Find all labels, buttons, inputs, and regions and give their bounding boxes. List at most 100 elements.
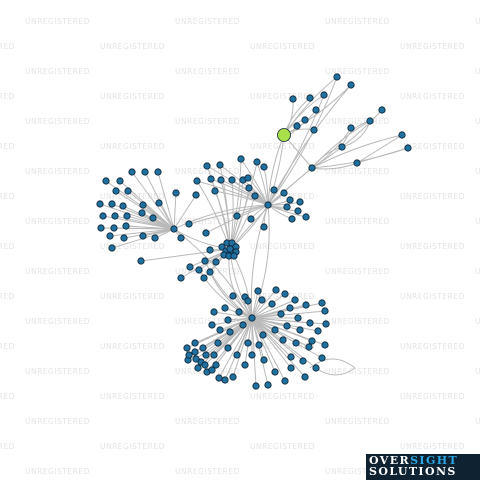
graph-node xyxy=(226,245,234,253)
graph-node xyxy=(215,374,223,382)
graph-node xyxy=(139,232,147,240)
graph-node xyxy=(99,212,107,220)
graph-node xyxy=(224,344,232,352)
graph-edge xyxy=(251,317,286,382)
graph-node xyxy=(112,187,120,195)
graph-node xyxy=(210,351,218,359)
graph-node xyxy=(155,199,163,207)
graph-edge xyxy=(173,192,177,230)
graph-node xyxy=(210,308,218,316)
graph-node xyxy=(216,326,224,334)
graph-edge xyxy=(195,317,253,360)
graph-node xyxy=(312,106,320,114)
graph-node xyxy=(214,339,222,347)
graph-node xyxy=(229,373,237,381)
graph-node xyxy=(321,341,329,349)
graph-edge xyxy=(250,204,269,319)
graph-node xyxy=(235,308,243,316)
graph-node xyxy=(320,91,328,99)
graph-node xyxy=(283,322,291,330)
graph-node xyxy=(286,304,294,312)
graph-edge xyxy=(131,171,175,230)
logo-line-1: OVERSIGHT xyxy=(369,454,459,467)
graph-node xyxy=(139,201,147,209)
graph-node xyxy=(192,355,200,363)
graph-node xyxy=(322,320,330,328)
graph-edge xyxy=(188,204,269,225)
graph-node xyxy=(172,189,180,197)
graph-node xyxy=(292,339,300,347)
graph-node xyxy=(252,382,260,390)
graph-node xyxy=(291,296,299,304)
graph-node xyxy=(194,364,202,372)
graph-node xyxy=(260,223,268,231)
graph-edge xyxy=(213,317,253,356)
graph-node xyxy=(287,353,295,361)
graph-node xyxy=(255,341,263,349)
graph-node xyxy=(193,177,201,185)
graph-node xyxy=(321,307,329,315)
graph-node xyxy=(270,186,278,194)
graph-edge xyxy=(224,317,253,381)
graph-node xyxy=(244,174,252,182)
graph-edge xyxy=(220,179,269,206)
graph-node xyxy=(281,377,289,385)
graph-edge xyxy=(356,147,409,164)
graph-node xyxy=(224,316,232,324)
graph-node xyxy=(310,126,318,134)
graph-edge xyxy=(283,84,352,136)
graph-node xyxy=(154,168,162,176)
graph-node xyxy=(185,220,193,228)
graph-node xyxy=(299,357,307,365)
graph-node xyxy=(254,287,262,295)
graph-node xyxy=(347,81,355,89)
graph-node xyxy=(314,327,322,335)
graph-node xyxy=(233,351,241,359)
graph-node xyxy=(138,209,146,217)
graph-node xyxy=(248,314,256,322)
graph-node xyxy=(106,232,114,240)
graph-node xyxy=(111,212,119,220)
graph-edge xyxy=(251,317,276,373)
graph-node xyxy=(296,198,304,206)
graph-edge xyxy=(115,190,175,230)
graph-node xyxy=(279,336,287,344)
graph-edge xyxy=(157,171,175,230)
graph-edge xyxy=(232,317,253,378)
graph-node xyxy=(216,161,224,169)
graph-node xyxy=(347,124,355,132)
graph-node xyxy=(333,73,341,81)
graph-edge xyxy=(251,204,270,319)
graph-edge xyxy=(125,225,175,230)
graph-node xyxy=(398,131,406,139)
graph-node xyxy=(308,164,316,172)
graph-node xyxy=(212,361,220,369)
graph-node xyxy=(201,257,209,265)
graph-node xyxy=(221,376,229,384)
graph-node xyxy=(294,207,302,215)
graph-edge xyxy=(251,299,296,319)
graph-node xyxy=(201,361,209,369)
graph-node xyxy=(312,364,320,372)
graph-node xyxy=(128,168,136,176)
graph-node xyxy=(294,314,302,322)
graph-node xyxy=(137,257,145,265)
graph-node xyxy=(302,213,310,221)
graph-node xyxy=(233,212,241,220)
graph-edge xyxy=(251,317,326,346)
graph-node xyxy=(203,162,211,170)
graph-node xyxy=(116,177,124,185)
graph-node xyxy=(183,344,191,352)
graph-node xyxy=(264,381,272,389)
graph-node xyxy=(108,200,116,208)
graph-node xyxy=(296,326,304,334)
graph-node xyxy=(308,337,316,345)
graph-node xyxy=(244,339,252,347)
graph-node xyxy=(96,200,104,208)
graph-edge xyxy=(204,260,253,319)
graph-node xyxy=(177,274,185,282)
graph-node xyxy=(228,176,236,184)
graph-node xyxy=(206,246,214,254)
graph-node xyxy=(141,168,149,176)
graph-node xyxy=(280,189,288,197)
